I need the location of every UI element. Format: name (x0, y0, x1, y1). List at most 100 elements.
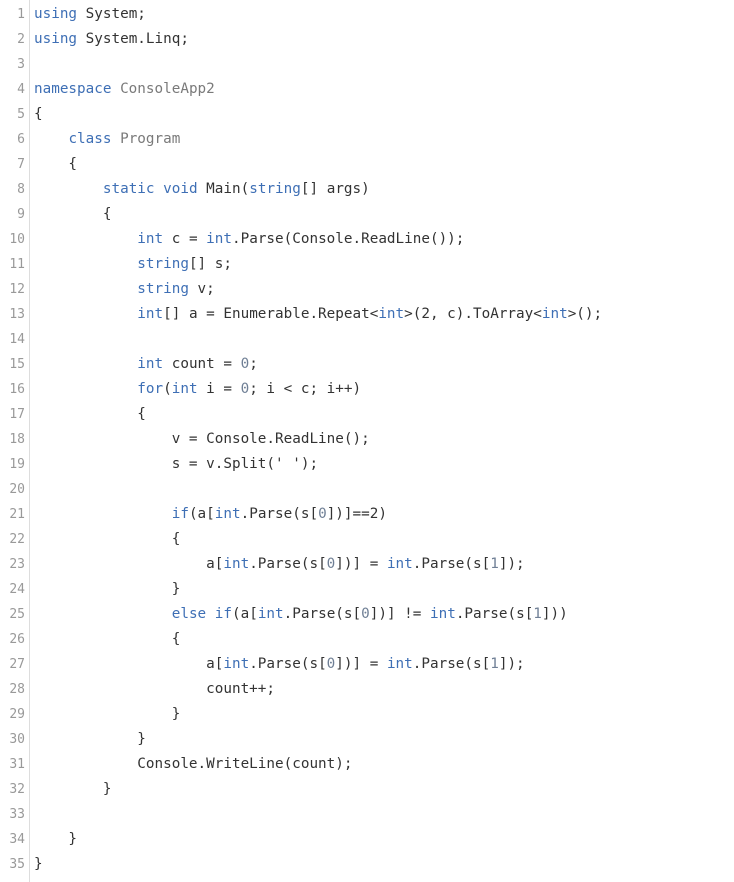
code-line[interactable]: 31 Console.WriteLine(count); (0, 752, 734, 777)
code-token: [] a = Enumerable.Repeat< (163, 306, 379, 322)
code-token: ; i < c; i++) (249, 381, 362, 397)
line-code: int count = 0; (34, 352, 258, 377)
code-line[interactable]: 33 (0, 802, 734, 827)
code-token: >(2, c).ToArray< (404, 306, 542, 322)
line-code: for(int i = 0; i < c; i++) (34, 377, 361, 402)
code-line[interactable]: 16 for(int i = 0; i < c; i++) (0, 377, 734, 402)
code-token: { (34, 631, 181, 647)
code-token: v; (188, 281, 215, 297)
code-line[interactable]: 25 else if(a[int.Parse(s[0])] != int.Par… (0, 602, 734, 627)
code-line[interactable]: 22 { (0, 527, 734, 552)
line-number: 11 (9, 257, 25, 272)
code-token: ; (249, 356, 258, 372)
line-number: 9 (17, 207, 25, 222)
code-line[interactable]: 32 } (0, 777, 734, 802)
code-token: int (206, 231, 232, 247)
line-code: s = v.Split(' '); (34, 452, 318, 477)
code-token: class (68, 131, 112, 147)
code-token (34, 381, 137, 397)
line-number: 21 (9, 507, 25, 522)
line-number: 2 (17, 32, 25, 47)
code-line[interactable]: 6 class Program (0, 127, 734, 152)
code-token: Main( (197, 181, 250, 197)
code-token: int (386, 656, 413, 672)
code-line[interactable]: 3 (0, 52, 734, 77)
code-line[interactable]: 5{ (0, 102, 734, 127)
line-code: static void Main(string[] args) (34, 177, 370, 202)
code-token: else (171, 606, 207, 622)
line-number: 30 (9, 732, 25, 747)
code-token: void (163, 181, 198, 197)
code-line[interactable]: 13 int[] a = Enumerable.Repeat<int>(2, c… (0, 302, 734, 327)
code-token: } (34, 781, 112, 797)
code-line[interactable]: 29 } (0, 702, 734, 727)
code-line[interactable]: 10 int c = int.Parse(Console.ReadLine())… (0, 227, 734, 252)
code-token: s = v.Split(' '); (34, 456, 319, 472)
line-code: } (34, 777, 112, 802)
line-number: 15 (9, 357, 25, 372)
code-line[interactable]: 27 a[int.Parse(s[0])] = int.Parse(s[1]); (0, 652, 734, 677)
code-token: { (34, 531, 181, 547)
code-token: ])) (541, 606, 568, 622)
line-number: 6 (17, 132, 25, 147)
code-token: int (378, 306, 405, 322)
line-code: Console.WriteLine(count); (34, 752, 352, 777)
code-token: 1 (490, 656, 499, 672)
line-code: { (34, 627, 181, 652)
code-line[interactable]: 23 a[int.Parse(s[0])] = int.Parse(s[1]); (0, 552, 734, 577)
code-token (34, 131, 68, 147)
code-line[interactable]: 24 } (0, 577, 734, 602)
code-line[interactable]: 28 count++; (0, 677, 734, 702)
code-line[interactable]: 15 int count = 0; (0, 352, 734, 377)
code-token: i = (197, 381, 241, 397)
line-code: int[] a = Enumerable.Repeat<int>(2, c).T… (34, 302, 602, 327)
code-token: .Parse(s[ (455, 606, 534, 622)
code-token: ConsoleApp2 (120, 81, 215, 97)
code-line[interactable]: 35} (0, 852, 734, 877)
code-token: .Parse(s[ (249, 656, 327, 672)
code-line[interactable]: 34 } (0, 827, 734, 852)
code-line[interactable]: 19 s = v.Split(' '); (0, 452, 734, 477)
code-line[interactable]: 21 if(a[int.Parse(s[0])]==2) (0, 502, 734, 527)
code-token: int (137, 306, 164, 322)
code-line[interactable]: 9 { (0, 202, 734, 227)
code-line[interactable]: 18 v = Console.ReadLine(); (0, 427, 734, 452)
code-token: int (541, 306, 568, 322)
code-line[interactable]: 7 { (0, 152, 734, 177)
line-number: 33 (9, 807, 25, 822)
line-code: count++; (34, 677, 275, 702)
code-line[interactable]: 8 static void Main(string[] args) (0, 177, 734, 202)
line-number: 25 (9, 607, 25, 622)
code-token: int (137, 231, 164, 247)
line-number: 26 (9, 632, 25, 647)
code-token: { (34, 106, 43, 122)
code-token: using (34, 6, 78, 22)
line-code: { (34, 152, 77, 177)
code-token: ])] = (335, 556, 387, 572)
code-line[interactable]: 12 string v; (0, 277, 734, 302)
code-line[interactable]: 30 } (0, 727, 734, 752)
code-token: } (34, 831, 78, 847)
code-token: count++; (34, 681, 276, 697)
code-token: 1 (533, 606, 542, 622)
line-number: 29 (9, 707, 25, 722)
code-line[interactable]: 17 { (0, 402, 734, 427)
code-token (34, 506, 172, 522)
code-line[interactable]: 26 { (0, 627, 734, 652)
code-line[interactable]: 11 string[] s; (0, 252, 734, 277)
code-token: ])]==2) (326, 506, 387, 522)
line-number: 1 (17, 7, 25, 22)
code-line[interactable]: 20 (0, 477, 734, 502)
line-code: { (34, 202, 112, 227)
line-code: } (34, 727, 146, 752)
code-token: [] s; (188, 256, 232, 272)
code-token: using (34, 31, 78, 47)
code-line[interactable]: 14 (0, 327, 734, 352)
code-token: } (34, 856, 43, 872)
line-number: 23 (9, 557, 25, 572)
code-token: int (137, 356, 164, 372)
